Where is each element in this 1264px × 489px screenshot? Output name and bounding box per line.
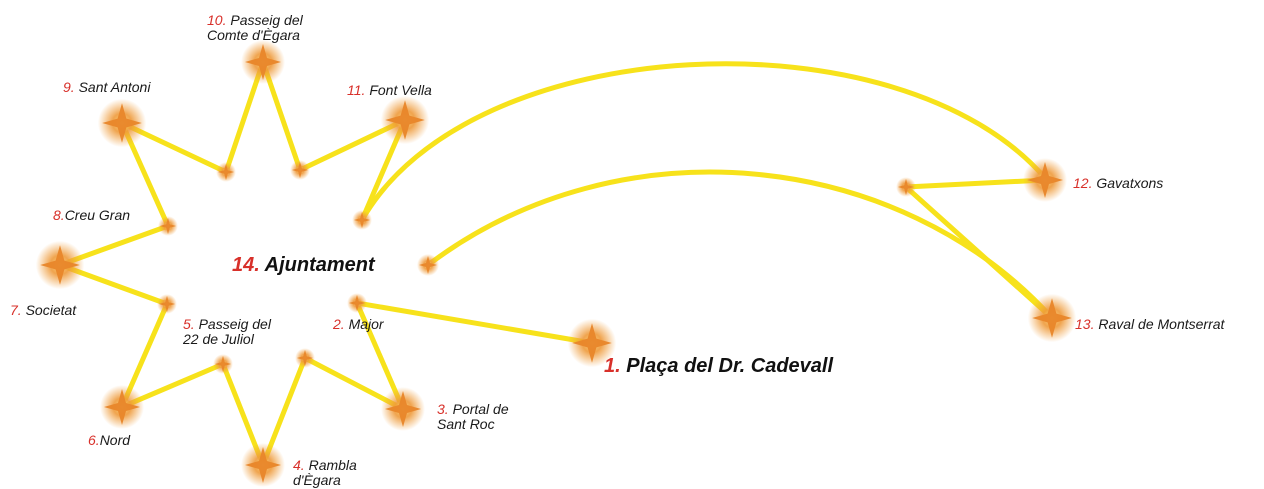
star-inner-b-marker <box>216 162 236 182</box>
stop-label-11: 11. Font Vella <box>347 82 432 98</box>
stop-label-14: 14. Ajuntament <box>232 254 375 276</box>
stop-label-13: 13. Raval de Montserrat <box>1075 316 1225 332</box>
star-9-marker <box>97 98 147 148</box>
stop-label-7: 7. Societat <box>10 302 77 318</box>
stop-label-1: 1. Plaça del Dr. Cadevall <box>604 355 834 377</box>
stop-label-8: 8.Creu Gran <box>53 207 131 223</box>
star-inner-c-marker <box>290 160 310 180</box>
star-inner-a-marker <box>157 294 177 314</box>
star-7-marker <box>35 240 85 290</box>
star-2-marker <box>347 293 367 313</box>
star-14-marker <box>417 254 439 276</box>
stop-label-6: 6.Nord <box>88 432 131 448</box>
star-12-marker <box>1023 158 1067 202</box>
stop-label-9: 9. Sant Antoni <box>63 79 151 95</box>
stop-label-2: 2. Major <box>333 316 384 332</box>
star-4-marker <box>241 443 285 487</box>
star-6-marker <box>100 385 144 429</box>
star-10-marker <box>241 40 285 84</box>
star-8-marker <box>158 216 178 236</box>
star-1-marker <box>567 318 617 368</box>
route-gavatxons-raval <box>903 177 1054 320</box>
stop-label-12: 12. Gavatxons <box>1073 175 1164 191</box>
route-arc-upper <box>359 61 1047 222</box>
route-arc-lower <box>426 169 1054 320</box>
route-segment-plaça <box>356 300 593 346</box>
star-5-inner-marker <box>213 354 233 374</box>
star-3-marker <box>381 387 425 431</box>
star-13-marker <box>1027 293 1077 343</box>
star-11-marker <box>380 95 430 145</box>
star-inner-d-marker <box>352 210 372 230</box>
star-inner-f-marker <box>295 348 315 368</box>
star-inner-e-marker <box>896 177 916 197</box>
